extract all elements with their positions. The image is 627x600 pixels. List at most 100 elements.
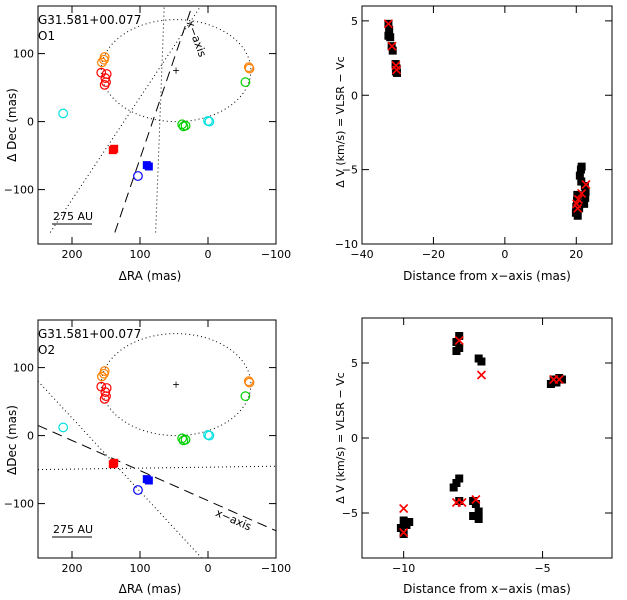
p1-point-filled-square	[393, 68, 401, 77]
p3-point-filled-square	[477, 357, 486, 366]
p0-ytick-label: 0	[27, 116, 34, 129]
p3-point-filled-square	[474, 507, 483, 516]
panel-o1-scale-label: 275 AU	[53, 210, 93, 223]
p2-point-filled-square	[110, 458, 119, 467]
p1-ytick-label: −5	[342, 164, 358, 177]
panel-o1-velocity: Distance from x−axis (mas) Δ V (km/s) = …	[334, 5, 613, 283]
p1-point-cross	[581, 179, 591, 190]
p1-ytick-label: 0	[351, 89, 358, 102]
p2-dotted-line	[38, 465, 276, 471]
p3-point-filled-square	[399, 530, 408, 538]
p3-point-filled-square	[455, 497, 464, 505]
p3-point-cross	[476, 370, 487, 380]
p1-point-filled-square	[388, 46, 397, 55]
p3-point-filled-square	[455, 474, 464, 483]
panel-o1-sky-map: G31.581+00.077 O1 ΔRA (mas) Δ Dec (mas) …	[4, 5, 291, 283]
p1-xtick-label: 0	[501, 248, 508, 261]
p2-point-open-circle	[100, 387, 111, 397]
p1-ytick-label: 5	[351, 15, 358, 28]
p3-xtick-label: −10	[392, 562, 415, 575]
p1-xtick-label: −20	[422, 248, 445, 261]
p2-ytick-label: 100	[13, 362, 34, 375]
p3-point-cross	[454, 335, 464, 346]
p3-point-cross	[471, 494, 481, 505]
panel-o2v-xlabel: Distance from x−axis (mas)	[403, 582, 571, 596]
panel-o2-velocity: Distance from x−axis (mas) Δ V (km/s) = …	[334, 317, 613, 596]
p1-point-cross	[387, 41, 397, 51]
p0-point-open-circle	[99, 54, 109, 65]
panel-o2-subtitle: O2	[38, 343, 55, 357]
p3-ytick-label: 0	[351, 432, 358, 445]
p3-point-filled-square	[469, 512, 478, 520]
p3-point-filled-square	[555, 374, 564, 382]
p2-point-open-circle	[204, 430, 215, 441]
p3-point-cross	[554, 374, 564, 385]
p0-frame	[37, 5, 277, 245]
p2-point-open-circle	[99, 368, 109, 379]
p3-point-filled-square	[452, 347, 461, 355]
p1-point-filled-square	[577, 177, 586, 186]
p2-plot-area	[38, 333, 276, 558]
p0-plot-area	[49, 6, 255, 233]
p3-point-filled-square	[396, 524, 405, 532]
panel-o2-ylabel: ΔDec (mas)	[5, 405, 19, 475]
panel-o1-title: G31.581+00.077	[38, 13, 141, 27]
p3-point-filled-square	[474, 515, 483, 523]
p1-point-cross	[383, 19, 393, 29]
panel-o1-ylabel: Δ Dec (mas)	[5, 88, 19, 162]
p0-xtick-label: 100	[130, 248, 151, 261]
p0-ytick-label: −100	[4, 184, 34, 197]
panel-o2-sky-map: G31.581+00.077 O2 ΔRA (mas) ΔDec (mas) 2…	[4, 319, 291, 596]
p2-dashed-line	[38, 424, 276, 532]
p2-point-open-circle	[133, 485, 143, 495]
panel-o2v-ylabel: Δ V (km/s) = VLSR − Vc	[334, 372, 347, 503]
panel-o1v-ylabel: Δ V (km/s) = VLSR − Vc	[334, 56, 347, 187]
panel-o1-xlabel: ΔRA (mas)	[119, 269, 182, 283]
p3-point-filled-square	[452, 338, 461, 346]
p2-xtick-label: 200	[62, 562, 83, 575]
p3-point-cross	[399, 527, 409, 538]
p3-ytick-label: −5	[342, 507, 358, 520]
p1-ytick-label: −10	[335, 238, 358, 251]
p0-ytick-label: 100	[13, 48, 34, 61]
p2-frame	[37, 319, 277, 559]
p2-dotted-line	[38, 380, 203, 558]
p3-point-filled-square	[452, 479, 461, 487]
panel-o2-title: G31.581+00.077	[38, 327, 141, 341]
p3-point-cross	[457, 497, 467, 508]
p1-point-filled-square	[577, 162, 586, 171]
p0-dashed-line	[114, 6, 193, 233]
p3-point-filled-square	[399, 516, 408, 525]
p3-point-cross	[399, 503, 409, 514]
p2-ytick-label: −100	[4, 498, 34, 511]
p1-point-filled-square	[573, 211, 582, 220]
p2-point-open-circle	[58, 422, 69, 433]
p1-plot-area	[383, 19, 591, 220]
panel-o1v-xlabel: Distance from x−axis (mas)	[403, 269, 571, 283]
p0-xtick-label: 200	[62, 248, 83, 261]
p2-xtick-label: −100	[261, 562, 291, 575]
p0-xtick-label: −100	[261, 248, 291, 261]
p0-point-open-circle	[180, 120, 191, 131]
p2-xtick-label: 100	[130, 562, 151, 575]
p1-point-cross	[577, 188, 587, 198]
p3-ytick-label: 5	[351, 357, 358, 370]
p3-point-filled-square	[455, 332, 464, 340]
p1-xtick-label: −40	[350, 248, 373, 261]
p1-point-filled-square	[580, 199, 589, 208]
p3-point-filled-square	[449, 483, 458, 492]
p0-point-filled-square	[110, 144, 119, 153]
panel-o2-axis-label: x−axis	[214, 506, 254, 533]
p1-point-cross	[573, 203, 583, 213]
p3-frame	[361, 317, 613, 559]
p3-plot-area	[396, 332, 566, 538]
p2-ytick-label: 0	[27, 430, 34, 443]
p2-point-open-circle	[244, 377, 255, 388]
p2-point-open-circle	[97, 371, 107, 382]
p1-point-filled-square	[581, 187, 590, 196]
p1-frame	[361, 5, 613, 245]
p1-point-filled-square	[575, 204, 584, 213]
p1-xtick-label: 20	[569, 248, 583, 261]
p0-dotted-line	[155, 6, 165, 233]
